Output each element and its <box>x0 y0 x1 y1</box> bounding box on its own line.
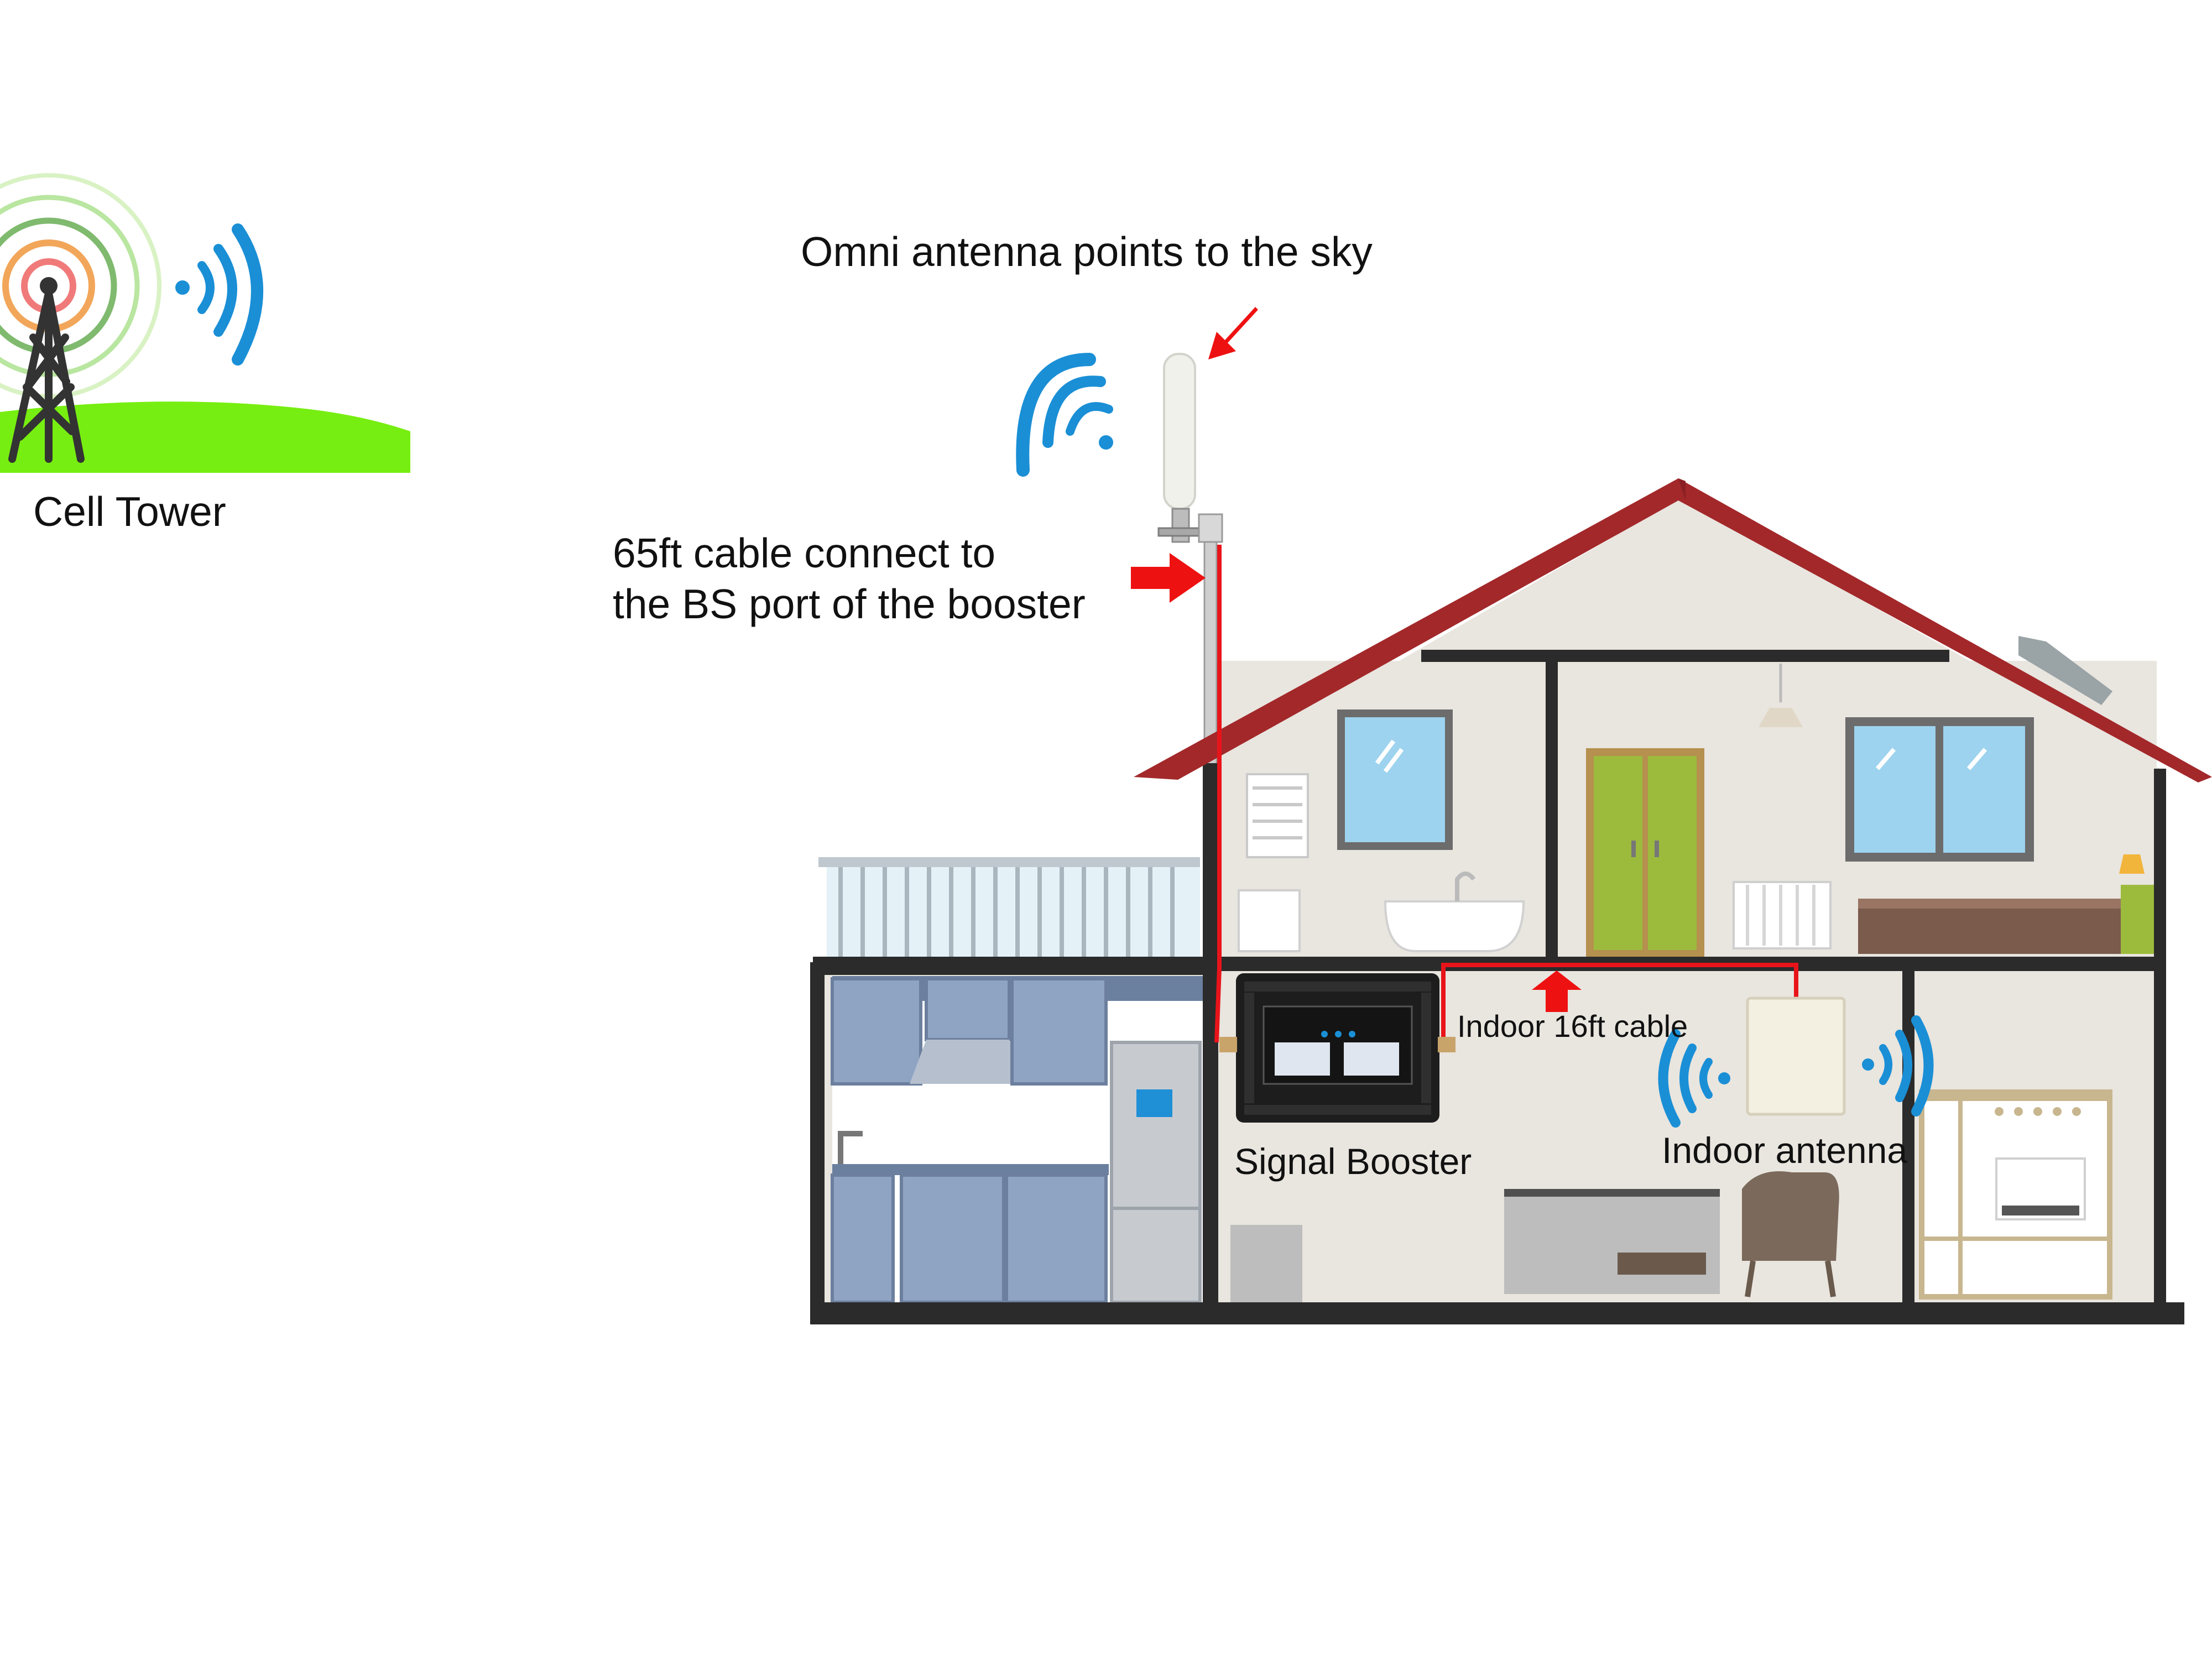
red-arrow-icon <box>1532 971 1582 1012</box>
range-hood <box>910 1040 1026 1084</box>
indoor-cable-label: Indoor 16ft cable <box>1457 1009 1688 1044</box>
bs-port <box>1219 1037 1237 1052</box>
signal-booster-label: Signal Booster <box>1234 1141 1472 1182</box>
bathroom-window <box>1337 709 1453 850</box>
ms-port <box>1438 1037 1455 1052</box>
upper-cabinet <box>831 977 922 1086</box>
red-arrow-icon <box>1131 553 1206 603</box>
indoor-cable <box>1441 963 1798 1042</box>
booster-display-right <box>1344 1042 1399 1076</box>
tv-console <box>1504 1189 1720 1294</box>
nightstand <box>2121 885 2159 954</box>
cell-tower-label: Cell Tower <box>33 488 226 535</box>
utility-room <box>1916 971 2157 1302</box>
house-frame <box>810 650 2184 1324</box>
outdoor-cable-label: 65ft cable connect to the BS port of the… <box>613 528 1086 629</box>
cell-tower-scene <box>0 173 410 473</box>
grass-hill <box>0 401 410 473</box>
mast-cap <box>1198 513 1223 543</box>
upper-cabinet <box>1010 977 1108 1086</box>
kitchen-room <box>831 976 1203 1304</box>
cables <box>1214 545 1798 1043</box>
indoor-antenna-label: Indoor antenna <box>1662 1130 1908 1171</box>
red-arrow-icon <box>1208 307 1258 359</box>
refrigerator <box>1110 1041 1202 1304</box>
outdoor-cable <box>1214 545 1222 1043</box>
tower-top-dot <box>40 277 58 295</box>
outdoor-cable-label-line2: the BS port of the booster <box>613 580 1086 627</box>
cell-tower-icon <box>8 289 85 463</box>
wifi-signal-icon <box>1016 353 1113 477</box>
base-cabinet <box>900 1173 1005 1304</box>
wifi-signal-icon <box>175 223 263 366</box>
bath-faucet <box>1455 872 1476 901</box>
indoor-panel-antenna <box>1746 997 1846 1116</box>
sideboard <box>1230 1225 1302 1302</box>
tower-signal-rings-icon <box>0 173 161 399</box>
roof-vent <box>2018 636 2112 705</box>
fridge-display <box>1136 1089 1172 1117</box>
indoor-antenna-device <box>1658 997 1934 1128</box>
signal-booster-device <box>1219 973 1455 1123</box>
armchair <box>1742 1171 1839 1261</box>
antenna-bracket <box>1171 508 1190 543</box>
omni-antenna-radome <box>1163 353 1196 510</box>
balcony-railing <box>818 857 1200 958</box>
omni-antenna-label: Omni antenna points to the sky <box>801 228 1373 275</box>
ceiling-lamp <box>1759 708 1803 727</box>
omni-antenna-assembly <box>1016 353 1223 773</box>
bedside-lamp <box>2119 854 2145 874</box>
base-cabinet <box>831 1173 895 1304</box>
booster-display-left <box>1275 1042 1330 1076</box>
bathtub <box>1384 900 1525 952</box>
toilet <box>1238 889 1301 952</box>
wifi-signal-icon <box>1658 1015 1934 1128</box>
upper-cabinet <box>925 977 1011 1041</box>
coffee-table <box>1618 1253 1706 1275</box>
faucet <box>838 1131 863 1164</box>
base-cabinet <box>1005 1173 1108 1304</box>
bedroom-room <box>1557 661 2159 958</box>
antenna-clamp <box>1157 527 1204 537</box>
roof-ridge <box>1678 478 1686 500</box>
outdoor-cable-label-line1: 65ft cable connect to <box>613 530 996 576</box>
